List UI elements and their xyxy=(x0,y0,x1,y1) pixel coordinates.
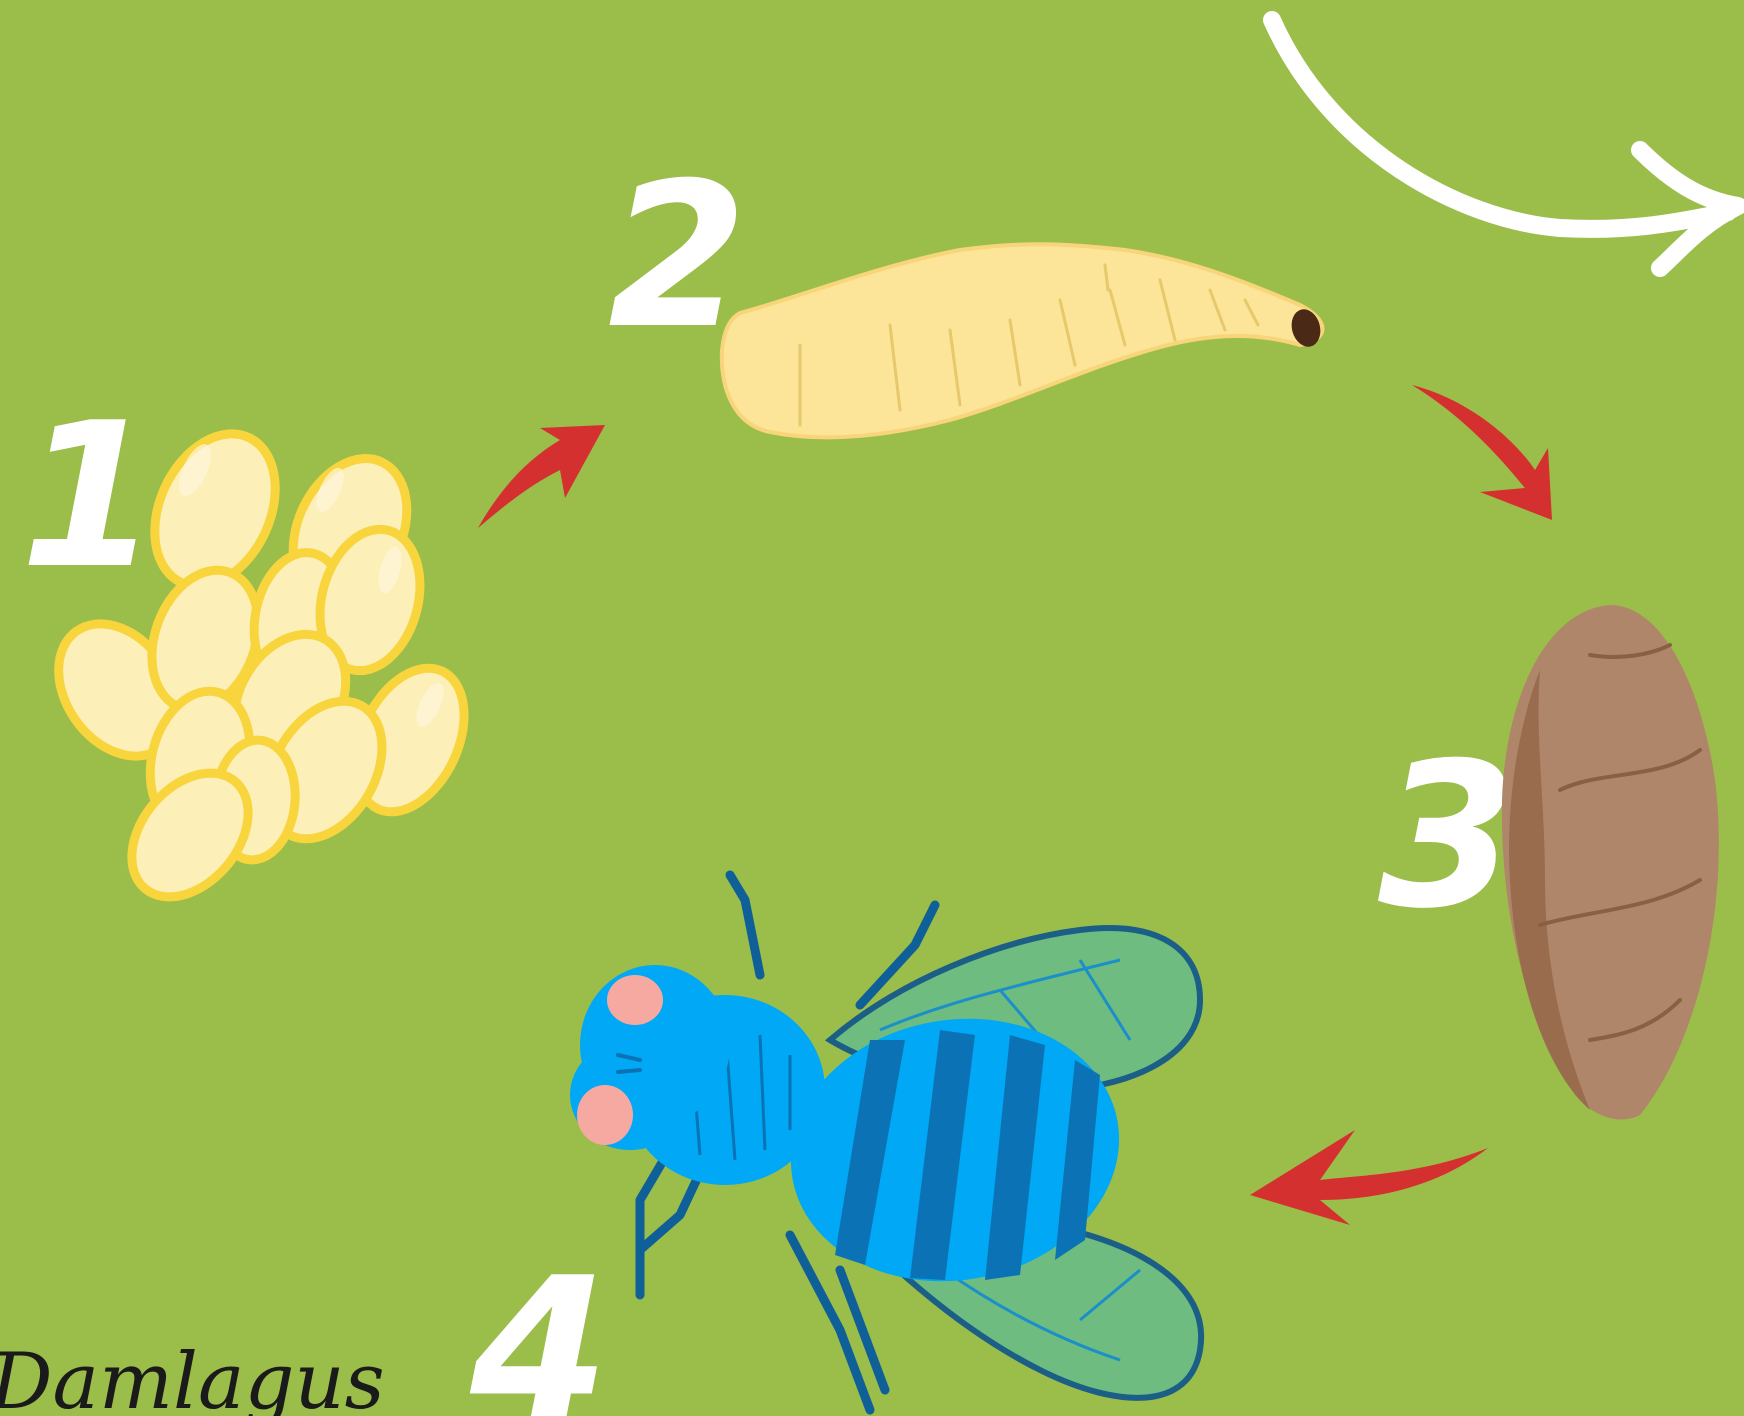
red-arrow-icon xyxy=(478,425,605,528)
white-curved-arrow-icon xyxy=(1272,20,1738,268)
fly-icon xyxy=(570,875,1201,1410)
red-arrow-icon xyxy=(1250,1130,1488,1225)
stage-number-4: 4 xyxy=(469,1235,609,1416)
stage-number-1: 1 xyxy=(20,380,159,613)
stage-number-3: 3 xyxy=(1378,720,1517,953)
red-arrow-icon xyxy=(1412,385,1552,520)
larva-icon xyxy=(722,244,1325,437)
signature: Damlagus xyxy=(0,1337,385,1416)
pupa-icon xyxy=(1502,605,1719,1119)
